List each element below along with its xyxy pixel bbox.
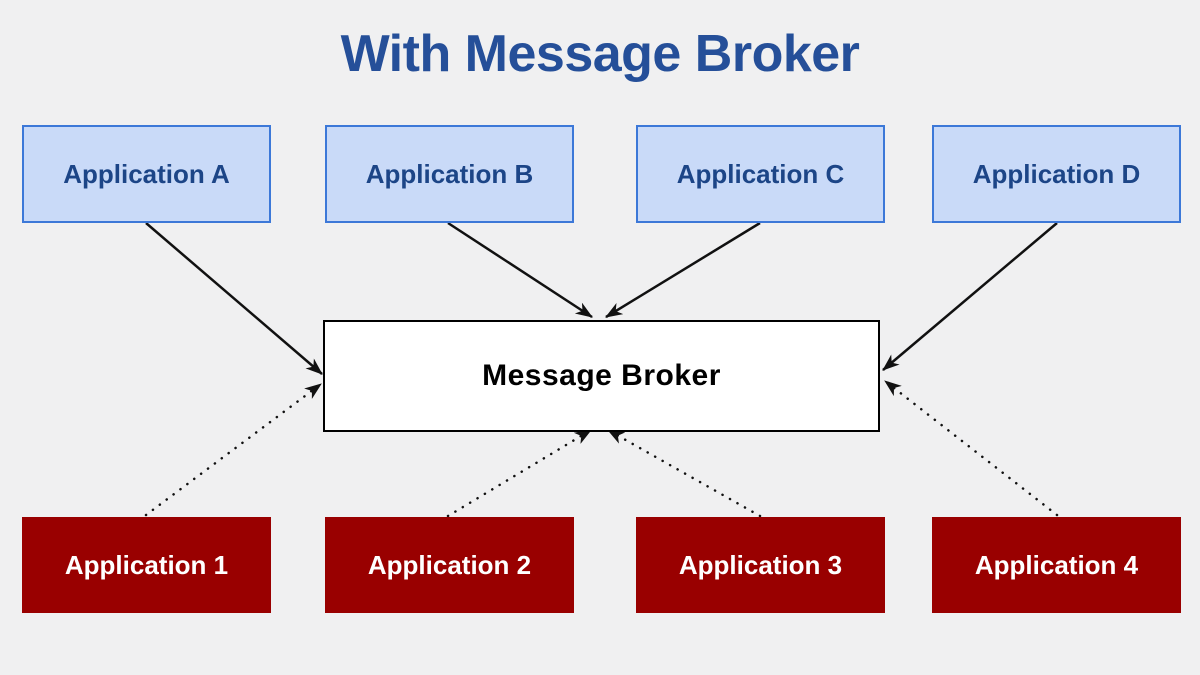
node-label: Application A [63, 158, 230, 189]
node-application-4: Application 4 [932, 517, 1181, 613]
node-application-c: Application C [636, 125, 885, 223]
arrow-app-c-to-broker [605, 221, 761, 319]
arrow-app-b-to-broker [447, 221, 593, 319]
arrow-app-d-to-broker [882, 222, 1058, 371]
node-label: Application B [365, 158, 534, 189]
node-application-a: Application A [22, 125, 271, 223]
dotted-arrow-app-4-to-broker [883, 379, 1059, 517]
dotted-arrow-app-3-to-broker [606, 428, 762, 518]
dotted-arrow-app-2-to-broker [446, 428, 593, 518]
node-application-d: Application D [932, 125, 1181, 223]
node-application-3: Application 3 [636, 517, 885, 613]
arrow-app-a-to-broker [145, 222, 323, 375]
node-label: Application 2 [367, 549, 532, 580]
node-label: Application D [972, 158, 1141, 189]
node-label: Application 3 [678, 549, 843, 580]
node-label: Application 1 [64, 549, 229, 580]
node-label: Message Broker [482, 359, 721, 392]
node-application-2: Application 2 [325, 517, 574, 613]
node-application-1: Application 1 [22, 517, 271, 613]
diagram-title: With Message Broker [340, 25, 860, 83]
node-label: Application 4 [974, 549, 1139, 580]
node-label: Application C [676, 158, 845, 189]
dotted-arrow-app-1-to-broker [144, 382, 323, 517]
node-application-b: Application B [325, 125, 574, 223]
node-message-broker: Message Broker [323, 320, 880, 432]
